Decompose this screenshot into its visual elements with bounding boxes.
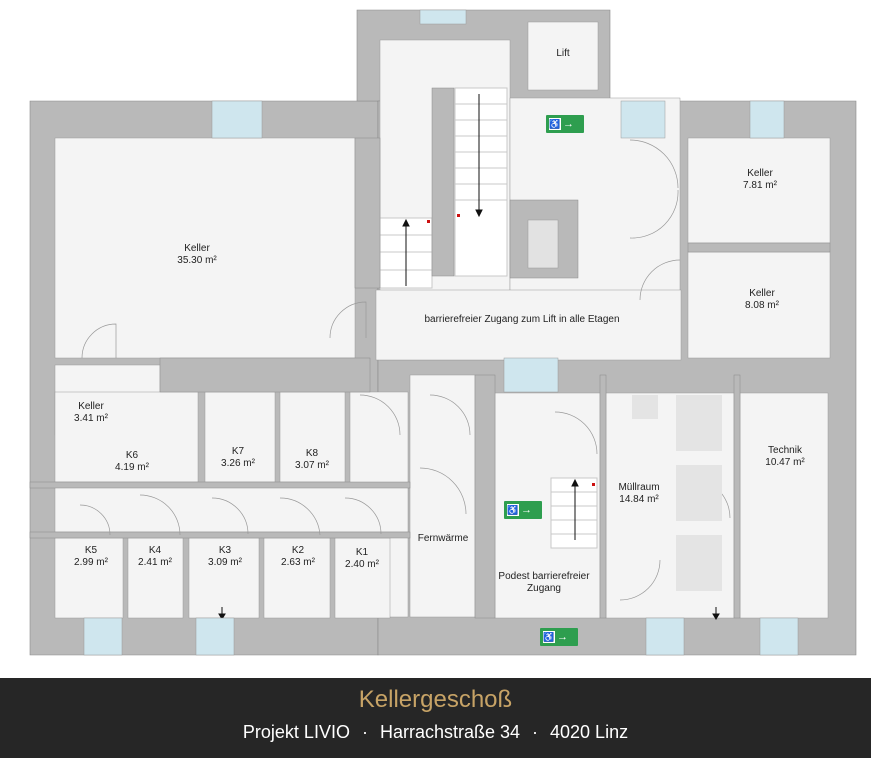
- city: 4020 Linz: [550, 722, 629, 742]
- wheelchair-exit-sign-icon: ♿→: [504, 501, 542, 519]
- waste-containers: [632, 395, 722, 591]
- separator: ·: [361, 722, 368, 742]
- floor-plan: [29, 9, 857, 656]
- inner-walls: [29, 87, 831, 619]
- pillars: [527, 219, 559, 269]
- stair-arrow-icon: [218, 94, 720, 620]
- room-label-zugang: barrierefreier Zugang zum Lift in alle E…: [424, 314, 620, 325]
- room-label-lift: Lift: [556, 48, 570, 59]
- room-label-fernwaerme: Fernwärme: [417, 533, 469, 544]
- wheelchair-exit-sign-icon: ♿→: [546, 115, 584, 133]
- red-markers: [427, 214, 595, 486]
- floor-title: Kellergeschoß: [358, 686, 513, 713]
- footer-bar: Kellergeschoß Projekt LIVIO · Harrachstraß…: [0, 678, 871, 758]
- separator: ·: [532, 722, 539, 742]
- address: Harrachstraße 34: [379, 722, 521, 742]
- project-info: Projekt LIVIO · Harrachstraße 34 · 4020 Linz: [0, 722, 871, 743]
- wheelchair-exit-sign-icon: ♿→: [540, 628, 578, 646]
- project-name: Projekt LIVIO: [242, 722, 350, 742]
- windows: [83, 9, 799, 656]
